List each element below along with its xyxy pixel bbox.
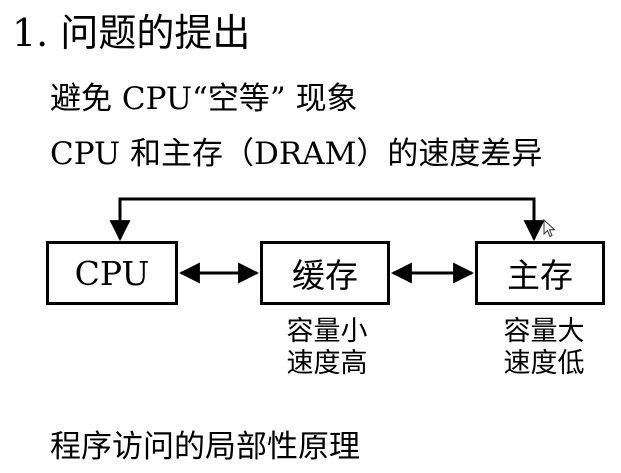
main-speed-note: 速度低: [503, 347, 585, 379]
main-memory-box: 主存: [475, 241, 605, 305]
cpu-box-label: CPU: [74, 253, 150, 293]
locality-principle-line: 程序访问的局部性原理: [50, 429, 360, 465]
cache-box: 缓存: [260, 241, 390, 305]
cache-capacity-note: 容量小: [286, 316, 368, 347]
main-capacity-note: 容量大: [503, 316, 585, 347]
cache-box-label: 缓存: [292, 256, 358, 295]
mouse-cursor-icon: [543, 219, 556, 238]
cache-speed-note: 速度高: [286, 347, 368, 379]
slide-heading: 1. 问题的提出: [12, 11, 251, 55]
main-memory-box-label: 主存: [507, 256, 573, 295]
cache-note: 容量小 速度高: [268, 316, 386, 380]
cpu-box: CPU: [46, 241, 178, 305]
main-memory-note: 容量大 速度低: [485, 316, 603, 380]
bullet-avoid-cpu-wait: 避免 CPU“空等” 现象: [50, 81, 358, 117]
bullet-speed-difference: CPU 和主存（DRAM）的速度差异: [50, 136, 543, 172]
cpu-main-memory-link: [109, 197, 545, 242]
